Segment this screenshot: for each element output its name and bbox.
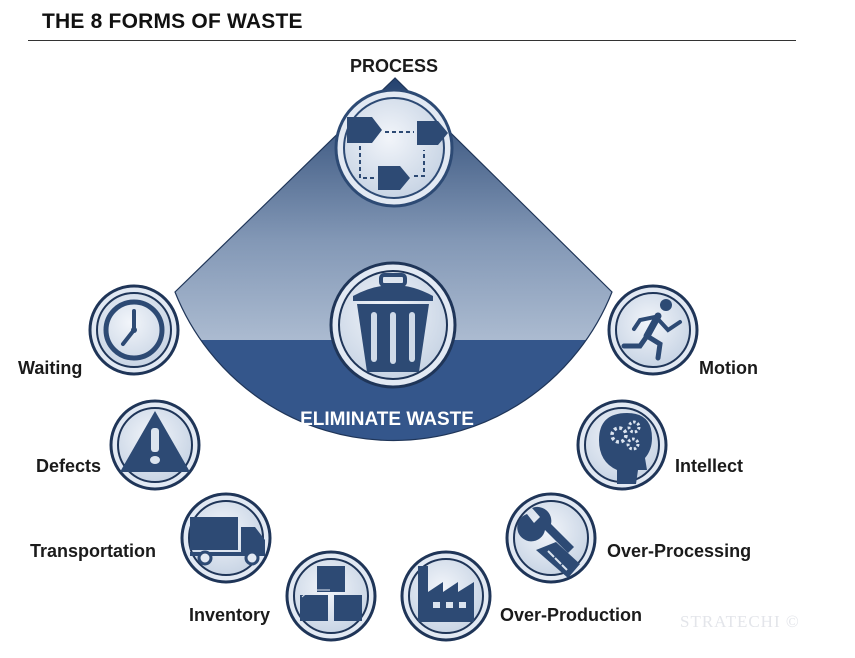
diagram-background — [174, 77, 613, 442]
center-label: ELIMINATE WASTE — [300, 409, 474, 430]
title-divider — [28, 40, 796, 41]
waste-label-over-processing: Over-Processing — [607, 541, 751, 561]
waste-label-waiting: Waiting — [18, 358, 82, 378]
waste-label-defects: Defects — [36, 456, 101, 476]
running-person-icon — [607, 284, 699, 376]
watermark: STRATECHI © — [680, 612, 800, 631]
page-title: THE 8 FORMS OF WASTE — [42, 10, 303, 33]
clock-icon — [88, 284, 180, 376]
waste-label-over-production: Over-Production — [500, 605, 642, 625]
process-label: PROCESS — [350, 56, 438, 76]
truck-icon — [180, 492, 272, 584]
trash-can-icon — [329, 261, 457, 389]
head-gears-icon — [576, 399, 668, 491]
waste-label-motion: Motion — [699, 358, 758, 378]
warning-icon — [109, 399, 201, 491]
process-flow-icon — [334, 88, 454, 208]
waste-label-transportation: Transportation — [30, 541, 156, 561]
waste-label-inventory: Inventory — [189, 605, 270, 625]
wrench-hand-icon — [505, 492, 597, 584]
boxes-icon — [285, 550, 377, 642]
factory-icon — [400, 550, 492, 642]
waste-label-intellect: Intellect — [675, 456, 743, 476]
